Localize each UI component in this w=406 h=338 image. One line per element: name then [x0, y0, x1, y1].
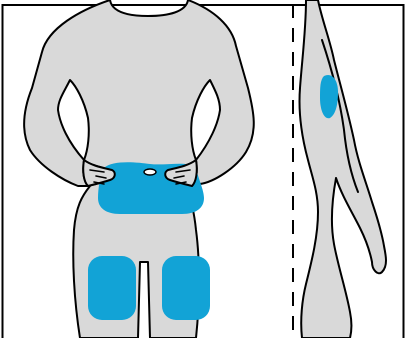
side-body-silhouette	[299, 0, 386, 338]
side-view	[299, 0, 386, 338]
front-view	[24, 0, 254, 338]
navel	[144, 169, 156, 175]
left-thigh-injection-site	[88, 256, 136, 320]
right-thigh-injection-site	[162, 256, 210, 320]
